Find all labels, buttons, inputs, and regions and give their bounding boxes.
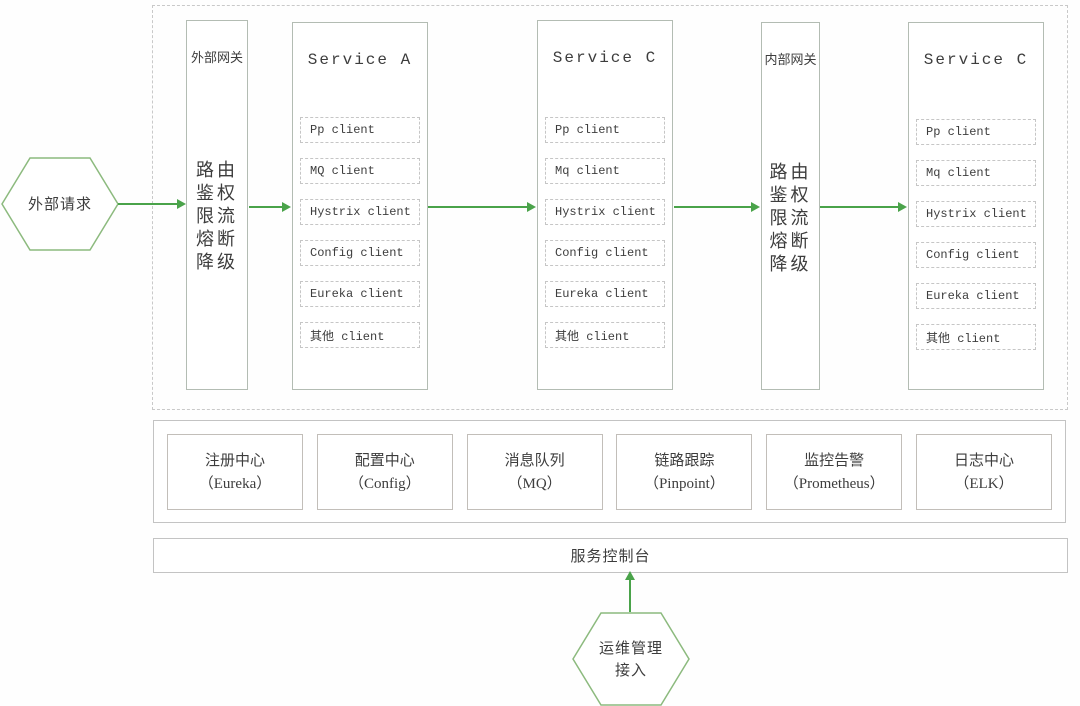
client-box: Eureka client (545, 281, 665, 307)
external-request-label: 外部请求 (27, 195, 92, 213)
infra-name: 配置中心 (354, 450, 415, 469)
infra-tech: （Eureka） (198, 475, 272, 492)
client-box: Pp client (300, 117, 420, 143)
flow-arrow-internal-gateway-to-service-c (820, 202, 907, 212)
service-title: Service C (552, 49, 658, 67)
infra-name: 监控告警 (804, 450, 865, 469)
client-box: MQ client (300, 158, 420, 184)
gateway-function: 熔断 (196, 229, 238, 250)
infra-box-monitoring: 监控告警 （Prometheus） (766, 433, 903, 510)
infra-box-tracing: 链路跟踪 （Pinpoint） (616, 433, 753, 510)
service-box-c-right: Service C Pp client Mq client Hystrix cl… (908, 22, 1044, 390)
infra-tech: （Config） (348, 475, 421, 492)
external-request-hexagon: 外部请求 (1, 157, 119, 251)
client-box: Config client (300, 240, 420, 266)
gateway-function: 鉴权 (196, 183, 238, 204)
client-box: Mq client (545, 158, 665, 184)
ops-access-label: 运维管理 接入 (599, 637, 663, 681)
gateway-function: 路由 (196, 160, 238, 181)
internal-gateway-functions: 路由 鉴权 限流 熔断 降级 (762, 161, 819, 276)
hexagon-shape-icon (572, 612, 690, 706)
flow-arrow-gateway-to-service-a (249, 202, 291, 212)
external-gateway-functions: 路由 鉴权 限流 熔断 降级 (187, 159, 247, 274)
client-box: Config client (545, 240, 665, 266)
infra-tech: （Pinpoint） (643, 475, 725, 492)
client-box: 其他 client (300, 322, 420, 348)
ops-access-line1: 运维管理 (598, 639, 663, 657)
gateway-function: 限流 (769, 208, 812, 229)
flow-arrow-service-a-to-service-c (428, 202, 536, 212)
service-title: Service C (923, 51, 1029, 69)
client-box: Pp client (545, 117, 665, 143)
flow-arrow-service-c-to-internal-gateway (674, 202, 760, 212)
service-zone-boundary (152, 5, 1068, 410)
client-box: Eureka client (916, 283, 1036, 309)
infrastructure-panel: 注册中心 （Eureka） 配置中心 （Config） 消息队列 （MQ） 链路… (153, 420, 1066, 523)
gateway-function: 限流 (196, 206, 238, 227)
infra-name: 日志中心 (953, 450, 1014, 469)
infra-box-config: 配置中心 （Config） (316, 433, 453, 510)
client-list: Pp client Mq client Hystrix client Confi… (545, 117, 665, 363)
console-label: 服务控制台 (570, 547, 651, 565)
client-box: Mq client (916, 160, 1036, 186)
gateway-function: 鉴权 (769, 185, 812, 206)
internal-gateway-title: 内部网关 (764, 53, 817, 68)
infra-box-mq: 消息队列 （MQ） (466, 433, 603, 510)
infra-tech: （ELK） (954, 475, 1014, 492)
infra-tech: （MQ） (507, 475, 562, 492)
ops-access-line2: 接入 (614, 661, 647, 679)
client-box: Hystrix client (545, 199, 665, 225)
client-box: Eureka client (300, 281, 420, 307)
flow-arrow-ops-to-console (625, 571, 635, 612)
infra-name: 链路跟踪 (654, 450, 715, 469)
external-gateway: 外部网关 路由 鉴权 限流 熔断 降级 (186, 20, 248, 390)
gateway-function: 降级 (769, 254, 812, 275)
client-box: 其他 client (916, 324, 1036, 350)
infra-name: 消息队列 (504, 450, 565, 469)
infra-box-logging: 日志中心 （ELK） (915, 433, 1052, 510)
client-box: Config client (916, 242, 1036, 268)
client-list: Pp client MQ client Hystrix client Confi… (300, 117, 420, 363)
infra-name: 注册中心 (204, 450, 265, 469)
infra-box-registry: 注册中心 （Eureka） (167, 433, 303, 510)
gateway-function: 路由 (769, 162, 812, 183)
service-box-c-middle: Service C Pp client Mq client Hystrix cl… (537, 20, 673, 390)
service-title: Service A (307, 51, 413, 69)
client-box: 其他 client (545, 322, 665, 348)
internal-gateway: 内部网关 路由 鉴权 限流 熔断 降级 (761, 22, 820, 390)
service-console-bar: 服务控制台 (153, 538, 1068, 573)
client-box: Pp client (916, 119, 1036, 145)
client-box: Hystrix client (916, 201, 1036, 227)
gateway-function: 降级 (196, 252, 238, 273)
service-box-a: Service A Pp client MQ client Hystrix cl… (292, 22, 428, 390)
flow-arrow-request-to-external-gateway (118, 199, 186, 209)
infra-tech: （Prometheus） (783, 475, 885, 492)
client-box: Hystrix client (300, 199, 420, 225)
gateway-function: 熔断 (769, 231, 812, 252)
ops-access-hexagon: 运维管理 接入 (572, 612, 690, 706)
external-gateway-title: 外部网关 (190, 51, 243, 66)
client-list: Pp client Mq client Hystrix client Confi… (916, 119, 1036, 365)
